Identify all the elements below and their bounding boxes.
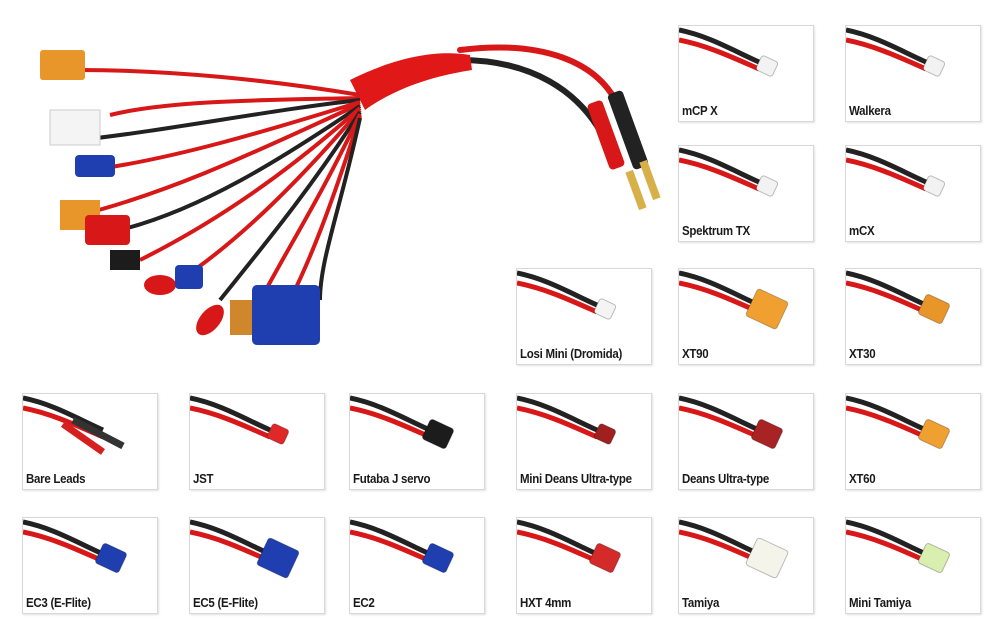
connector-photo	[846, 270, 950, 324]
connector-label: JST	[193, 472, 214, 486]
connector-photo	[679, 27, 779, 77]
connector-label: EC3 (E-Flite)	[26, 596, 91, 610]
connector-tile-mcpx[interactable]: mCP X	[678, 25, 814, 122]
connector-label: Futaba J servo	[353, 472, 431, 486]
connector-label: Deans Ultra-type	[682, 472, 769, 486]
connector-label: mCX	[849, 224, 875, 238]
connector-photo	[679, 395, 783, 449]
connector-tile-xt60[interactable]: XT60	[845, 393, 981, 490]
connector-label: XT30	[849, 347, 876, 361]
connector-tile-ec3[interactable]: EC3 (E-Flite)	[22, 517, 158, 614]
connector-tile-xt30[interactable]: XT30	[845, 268, 981, 365]
connector-tile-hxt-4mm[interactable]: HXT 4mm	[516, 517, 652, 614]
connector-photo	[679, 270, 789, 330]
connector-label: Losi Mini (Dromida)	[520, 347, 623, 361]
connector-label: Mini Deans Ultra-type	[520, 472, 632, 486]
connector-photo	[517, 519, 621, 573]
connector-tile-ec5[interactable]: EC5 (E-Flite)	[189, 517, 325, 614]
connector-photo	[190, 395, 290, 445]
connector-label: EC5 (E-Flite)	[193, 596, 258, 610]
connector-label: Walkera	[849, 104, 891, 118]
connector-tile-mcx[interactable]: mCX	[845, 145, 981, 242]
connector-tile-mini-deans[interactable]: Mini Deans Ultra-type	[516, 393, 652, 490]
connector-photo	[846, 395, 950, 449]
connector-tile-bare-leads[interactable]: Bare Leads	[22, 393, 158, 490]
connector-tile-tamiya[interactable]: Tamiya	[678, 517, 814, 614]
connector-label: mCP X	[682, 104, 718, 118]
connector-label: Tamiya	[682, 596, 720, 610]
connector-label: Bare Leads	[26, 472, 86, 486]
connector-tile-xt90[interactable]: XT90	[678, 268, 814, 365]
charge-lead-harness-photo	[20, 20, 670, 360]
connector-photo	[679, 147, 779, 197]
connector-tile-mini-tamiya[interactable]: Mini Tamiya	[845, 517, 981, 614]
connector-photo	[517, 395, 617, 445]
connector-label: Mini Tamiya	[849, 596, 911, 610]
connector-photo	[350, 519, 454, 573]
connector-tile-losi-mini[interactable]: Losi Mini (Dromida)	[516, 268, 652, 365]
connector-label: EC2	[353, 596, 375, 610]
connector-label: Spektrum TX	[682, 224, 750, 238]
connector-photo	[517, 270, 617, 320]
connector-tile-spektrum-tx[interactable]: Spektrum TX	[678, 145, 814, 242]
connector-photo	[190, 519, 300, 579]
connector-photo	[23, 519, 127, 573]
connector-photo	[23, 395, 125, 455]
connector-photo	[350, 395, 454, 449]
connector-photo	[846, 519, 950, 573]
connector-label: XT90	[682, 347, 709, 361]
connector-photo	[846, 147, 946, 197]
connector-tile-ec2[interactable]: EC2	[349, 517, 485, 614]
connector-label: XT60	[849, 472, 876, 486]
connector-tile-jst[interactable]: JST	[189, 393, 325, 490]
connector-tile-deans[interactable]: Deans Ultra-type	[678, 393, 814, 490]
connector-tile-futaba[interactable]: Futaba J servo	[349, 393, 485, 490]
connector-photo	[679, 519, 789, 579]
connector-label: HXT 4mm	[520, 596, 572, 610]
connector-tile-walkera[interactable]: Walkera	[845, 25, 981, 122]
connector-photo	[846, 27, 946, 77]
